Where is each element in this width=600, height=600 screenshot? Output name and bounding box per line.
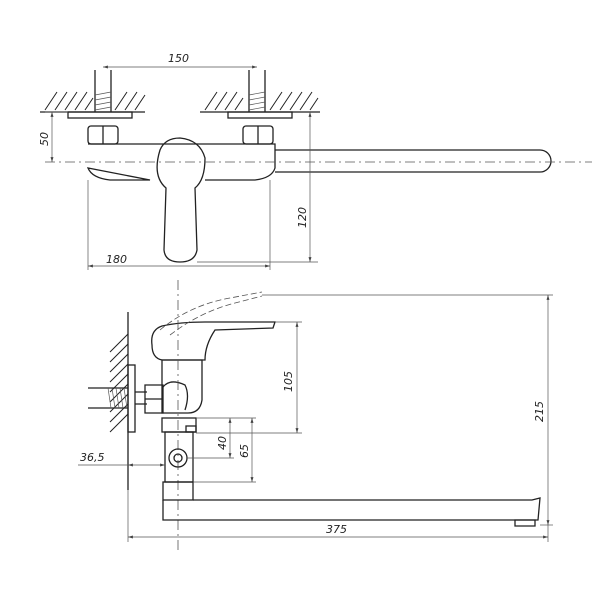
svg-text:50: 50 bbox=[38, 132, 51, 146]
inlet-pipe-side bbox=[88, 387, 147, 409]
aerator bbox=[514, 519, 536, 527]
mixer-body-top bbox=[86, 143, 276, 181]
flange bbox=[127, 364, 136, 433]
wall-hatch-right bbox=[200, 91, 320, 113]
svg-text:105: 105 bbox=[282, 371, 295, 392]
dim-36-5: 36,5 bbox=[78, 451, 165, 467]
dim-40: 40 bbox=[187, 417, 256, 459]
svg-text:215: 215 bbox=[533, 401, 546, 422]
dim-120: 120 bbox=[197, 112, 318, 263]
dim-150: 150 bbox=[103, 52, 257, 69]
diverter-tab bbox=[185, 425, 197, 433]
spout-top bbox=[275, 149, 552, 173]
eccentric-nut bbox=[144, 384, 164, 414]
dim-180: 180 bbox=[87, 180, 271, 270]
svg-text:150: 150 bbox=[168, 52, 189, 65]
handle-side bbox=[151, 321, 276, 361]
svg-text:120: 120 bbox=[296, 207, 309, 228]
dim-375: 375 bbox=[127, 490, 549, 542]
nuts bbox=[87, 125, 274, 145]
svg-text:375: 375 bbox=[326, 523, 347, 536]
dim-50: 50 bbox=[38, 111, 68, 162]
svg-text:36,5: 36,5 bbox=[80, 451, 105, 464]
svg-text:40: 40 bbox=[216, 436, 229, 450]
cartridge-body bbox=[161, 359, 203, 414]
inlet-pipes bbox=[67, 70, 293, 119]
diverter-block bbox=[161, 417, 197, 433]
wall-hatch-side bbox=[109, 333, 129, 433]
side-view: 105 215 40 65 36,5 375 bbox=[78, 280, 553, 552]
top-view: 150 50 120 180 bbox=[38, 52, 592, 270]
dim-215: 215 bbox=[262, 294, 553, 526]
dim-105: 105 bbox=[196, 321, 302, 434]
handle-top bbox=[156, 137, 206, 263]
svg-text:65: 65 bbox=[238, 444, 251, 458]
wall-hatch-left bbox=[40, 91, 146, 113]
handle-raised-outline bbox=[159, 291, 263, 336]
spout-collar bbox=[162, 481, 194, 501]
dim-65: 65 bbox=[193, 418, 256, 483]
spout-side bbox=[162, 497, 541, 521]
svg-text:180: 180 bbox=[106, 253, 127, 266]
